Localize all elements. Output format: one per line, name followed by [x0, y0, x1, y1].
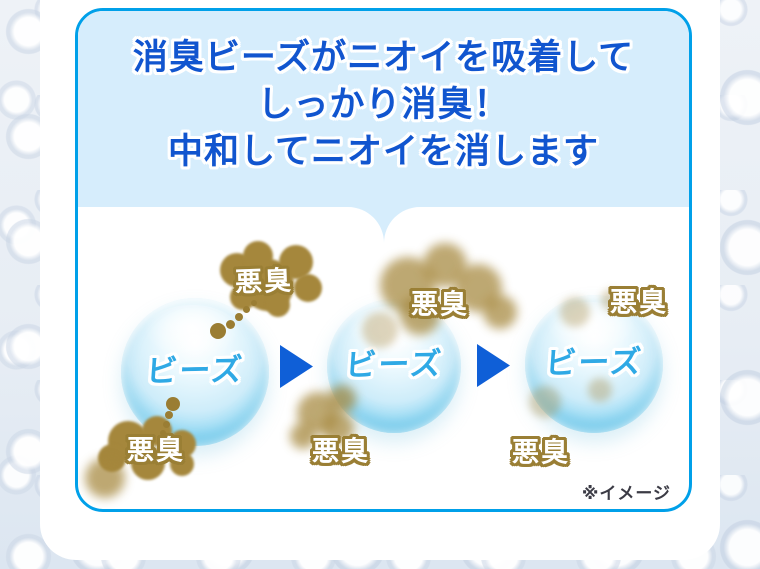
- cloud-puff: [290, 423, 316, 449]
- card-title: 消臭ビーズがニオイを吸着して しっかり消臭！ 中和してニオイを消します: [78, 11, 689, 176]
- trail-dot: [163, 421, 170, 428]
- content-panel: 消臭ビーズがニオイを吸着して しっかり消臭！ 中和してニオイを消します ビーズ …: [40, 0, 720, 560]
- cloud-puff: [279, 245, 313, 279]
- trail-dot: [210, 323, 226, 339]
- cloud-puff: [297, 392, 339, 434]
- bead-label: ビーズ: [145, 351, 246, 390]
- title-line-1: 消臭ビーズがニオイを吸着して: [132, 38, 635, 78]
- header-tail-cover-left: [78, 207, 384, 248]
- cloud-puff: [423, 243, 467, 287]
- cloud-puff: [454, 264, 502, 312]
- cloud-puff: [230, 284, 256, 310]
- cloud-puff: [108, 421, 148, 461]
- cloud-puff: [560, 297, 590, 327]
- cloud-puff: [529, 386, 561, 418]
- cloud-puff: [142, 416, 172, 446]
- cloud-puff: [400, 295, 440, 335]
- cloud-puff: [266, 293, 290, 317]
- explanation-card: 消臭ビーズがニオイを吸着して しっかり消臭！ 中和してニオイを消します ビーズ …: [75, 8, 692, 512]
- trail-dot: [160, 430, 166, 436]
- title-line-2: しっかり消臭！: [257, 85, 510, 125]
- bead-bubble: ビーズ: [121, 298, 269, 446]
- cloud-puff: [170, 452, 194, 476]
- cloud-puff: [85, 458, 125, 498]
- bead-label: ビーズ: [344, 345, 445, 384]
- bead-label: ビーズ: [544, 343, 645, 382]
- odor-label-bottom: 悪臭: [512, 437, 570, 469]
- cloud-puff: [483, 295, 517, 329]
- odor-label-bottom: 悪臭: [312, 436, 370, 468]
- trail-dot: [251, 300, 257, 306]
- image-disclaimer-note: ※イメージ: [581, 484, 671, 504]
- odor-label-top: 悪臭: [610, 287, 668, 319]
- cloud-puff: [601, 289, 623, 311]
- header-tail-cover-right: [383, 207, 689, 248]
- trail-dot: [166, 397, 180, 411]
- arrow-right-icon: [280, 345, 313, 388]
- bead-bubble: ビーズ: [327, 299, 461, 433]
- odor-label-bottom: 悪臭: [127, 435, 185, 467]
- cloud-puff: [98, 444, 126, 472]
- trail-dot: [243, 306, 250, 313]
- cloud-puff: [380, 257, 436, 313]
- trail-dot: [235, 313, 243, 321]
- cloud-puff: [294, 274, 322, 302]
- trail-dot: [226, 320, 235, 329]
- odor-label-top: 悪臭: [411, 289, 469, 321]
- cloud-puff: [362, 312, 398, 348]
- bead-bubble: ビーズ: [525, 295, 663, 433]
- trail-dot: [165, 411, 173, 419]
- cloud-puff: [588, 378, 612, 402]
- cloud-puff: [131, 446, 165, 480]
- cloud-puff: [220, 253, 254, 287]
- title-line-3: 中和してニオイを消します: [168, 132, 599, 172]
- cloud-puff: [242, 259, 294, 311]
- cloud-puff: [322, 412, 354, 444]
- arrow-right-icon: [477, 344, 510, 387]
- odor-label-top: 悪臭: [234, 265, 294, 299]
- cloud-puff: [168, 430, 196, 458]
- cloud-puff: [328, 385, 356, 413]
